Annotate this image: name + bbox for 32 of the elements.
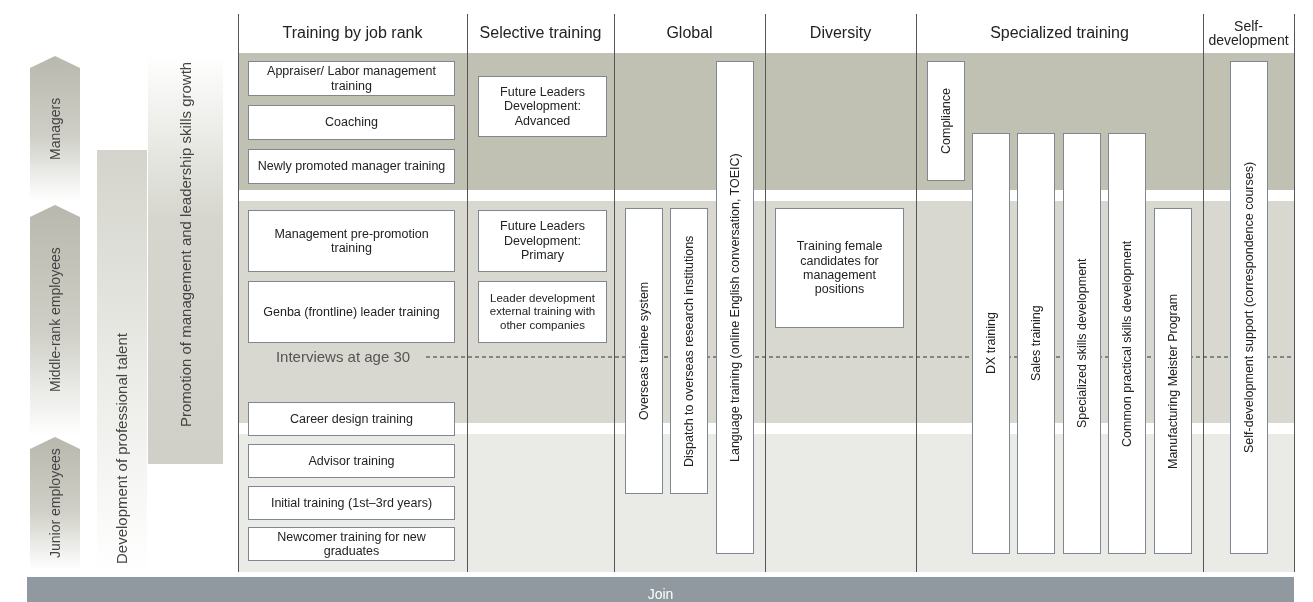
training-box: Newly promoted manager training <box>248 149 455 184</box>
training-box: Overseas trainee system <box>625 208 663 494</box>
training-box: Dispatch to overseas research institutions <box>670 208 708 494</box>
training-box: Advisor training <box>248 444 455 478</box>
column-header: Specialized training <box>989 23 1130 43</box>
training-box: Appraiser/ Labor management training <box>248 61 455 96</box>
training-box: DX training <box>972 133 1010 554</box>
training-box: Specialized skills development <box>1063 133 1101 554</box>
training-box: Newcomer training for new graduates <box>248 527 455 561</box>
training-box: Genba (frontline) leader training <box>248 281 455 343</box>
column-header: Diversity <box>808 23 873 43</box>
column-header: Self-development <box>1207 17 1290 50</box>
training-box: Initial training (1st–3rd years) <box>248 486 455 520</box>
training-box: Manufacturing Meister Program <box>1154 208 1192 554</box>
training-box: Coaching <box>248 105 455 140</box>
column-header: Selective training <box>478 23 603 43</box>
training-box: Self-development support (correspondence courses) <box>1230 61 1268 554</box>
column-header: Global <box>665 23 714 43</box>
milestone-label: Interviews at age 30 <box>274 346 412 367</box>
training-box: Compliance <box>927 61 965 181</box>
rank-banner: Junior employees <box>30 437 80 570</box>
training-box: Training female candidates for management positions <box>775 208 904 328</box>
column-header: Training by job rank <box>281 23 424 43</box>
training-box: Language training (online English conversation, TOEIC) <box>716 61 754 554</box>
training-box: Career design training <box>248 402 455 436</box>
training-box: Future Leaders Development: Primary <box>478 210 607 272</box>
training-box: Common practical skills development <box>1108 133 1146 554</box>
training-box: Sales training <box>1017 133 1055 554</box>
training-box: Management pre-promotion training <box>248 210 455 272</box>
baseline-bar: Join <box>27 577 1294 602</box>
training-box: Leader development external training with other companies <box>478 281 607 343</box>
training-box: Future Leaders Development: Advanced <box>478 76 607 137</box>
